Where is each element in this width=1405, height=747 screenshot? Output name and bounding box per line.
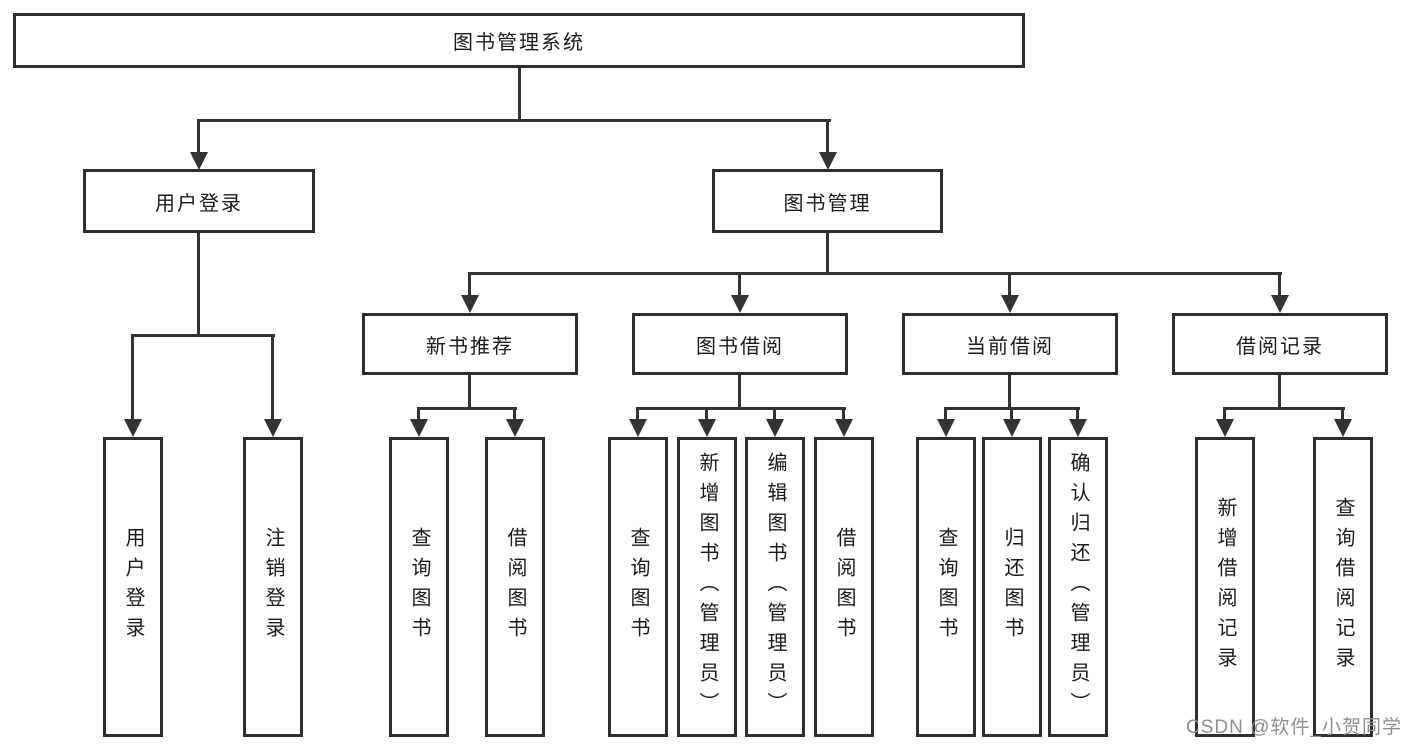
node-library-management-system: 图书管理系统 — [13, 13, 1025, 68]
node-book-management: 图书管理 — [712, 169, 943, 233]
connector-line — [1008, 272, 1011, 298]
arrow-down-icon — [819, 152, 837, 170]
leaf-borrowing-add-books-admin: 新增图书（管理员） — [677, 437, 737, 737]
connector-line — [468, 272, 471, 298]
node-label: 新增借阅记录 — [1214, 497, 1236, 677]
connector-line — [131, 334, 275, 337]
leaf-recommend-query-books: 查询图书 — [389, 437, 449, 737]
connector-line — [197, 119, 200, 155]
connector-line — [636, 407, 639, 423]
node-new-book-recommend: 新书推荐 — [362, 313, 578, 375]
connector-line — [417, 407, 420, 423]
connector-line — [826, 119, 829, 155]
node-label: 确认归还（管理员） — [1067, 452, 1089, 722]
node-label: 借阅图书 — [833, 527, 855, 647]
node-label: 新增图书（管理员） — [696, 452, 718, 722]
connector-line — [518, 68, 521, 122]
connector-line — [468, 272, 1282, 275]
leaf-current-return-books: 归还图书 — [982, 437, 1042, 737]
node-label: 查询图书 — [408, 527, 430, 647]
connector-line — [271, 334, 274, 422]
arrow-down-icon — [1216, 419, 1234, 437]
arrow-down-icon — [124, 419, 142, 437]
leaf-user-login: 用户登录 — [103, 437, 163, 737]
node-book-borrowing: 图书借阅 — [632, 313, 848, 375]
leaf-borrowing-edit-books-admin: 编辑图书（管理员） — [745, 437, 805, 737]
connector-line — [773, 407, 776, 423]
connector-line — [738, 272, 741, 298]
node-label: 图书管理 — [783, 192, 872, 215]
node-user-login: 用户登录 — [83, 169, 315, 233]
leaf-current-query-books: 查询图书 — [916, 437, 976, 737]
connector-line — [944, 407, 947, 423]
node-label: 图书管理系统 — [453, 32, 585, 54]
node-label: 图书借阅 — [696, 335, 784, 358]
connector-line — [842, 407, 845, 423]
leaf-current-confirm-return-admin: 确认归还（管理员） — [1048, 437, 1108, 737]
connector-line — [826, 233, 829, 275]
arrow-down-icon — [1003, 419, 1021, 437]
connector-line — [417, 407, 517, 410]
connector-line — [131, 334, 134, 422]
connector-line — [738, 375, 741, 410]
leaf-records-add-record: 新增借阅记录 — [1195, 437, 1255, 737]
node-label: 查询图书 — [627, 527, 649, 647]
arrow-down-icon — [190, 152, 208, 170]
node-label: 归还图书 — [1001, 527, 1023, 647]
node-label: 借阅图书 — [504, 527, 526, 647]
connector-line — [1278, 272, 1281, 298]
node-label: 用户登录 — [122, 527, 144, 647]
connector-line — [197, 119, 831, 122]
arrow-down-icon — [410, 419, 428, 437]
connector-line — [468, 375, 471, 410]
leaf-borrowing-query-books: 查询图书 — [608, 437, 668, 737]
leaf-logout: 注销登录 — [243, 437, 303, 737]
connector-line — [1010, 407, 1013, 423]
leaf-records-query-record: 查询借阅记录 — [1313, 437, 1373, 737]
arrow-down-icon — [629, 419, 647, 437]
node-label: 编辑图书（管理员） — [764, 452, 786, 722]
arrow-down-icon — [766, 419, 784, 437]
connector-line — [1076, 407, 1079, 423]
node-current-borrowing: 当前借阅 — [902, 313, 1118, 375]
arrow-down-icon — [1271, 295, 1289, 313]
connector-line — [1223, 407, 1226, 423]
arrow-down-icon — [506, 419, 524, 437]
arrow-down-icon — [937, 419, 955, 437]
arrow-down-icon — [1334, 419, 1352, 437]
arrow-down-icon — [264, 419, 282, 437]
leaf-borrowing-borrow-books: 借阅图书 — [814, 437, 874, 737]
node-label: 查询图书 — [935, 527, 957, 647]
node-label: 当前借阅 — [966, 335, 1054, 358]
arrow-down-icon — [1069, 419, 1087, 437]
connector-line — [1008, 375, 1011, 410]
node-label: 注销登录 — [262, 527, 284, 647]
arrow-down-icon — [461, 295, 479, 313]
arrow-down-icon — [1001, 295, 1019, 313]
arrow-down-icon — [698, 419, 716, 437]
connector-line — [1223, 407, 1345, 410]
leaf-recommend-borrow-books: 借阅图书 — [485, 437, 545, 737]
node-label: 用户登录 — [155, 192, 243, 215]
connector-line — [705, 407, 708, 423]
connector-line — [513, 407, 516, 423]
node-label: 新书推荐 — [426, 335, 514, 358]
arrow-down-icon — [835, 419, 853, 437]
csdn-watermark: CSDN @软件_小贺同学 — [1186, 717, 1402, 738]
node-label: 查询借阅记录 — [1332, 497, 1354, 677]
node-borrowing-records: 借阅记录 — [1172, 313, 1388, 375]
node-label: 借阅记录 — [1236, 335, 1324, 358]
connector-line — [636, 407, 846, 410]
arrow-down-icon — [731, 295, 749, 313]
connector-line — [197, 233, 200, 337]
connector-line — [1278, 375, 1281, 410]
connector-line — [1341, 407, 1344, 423]
